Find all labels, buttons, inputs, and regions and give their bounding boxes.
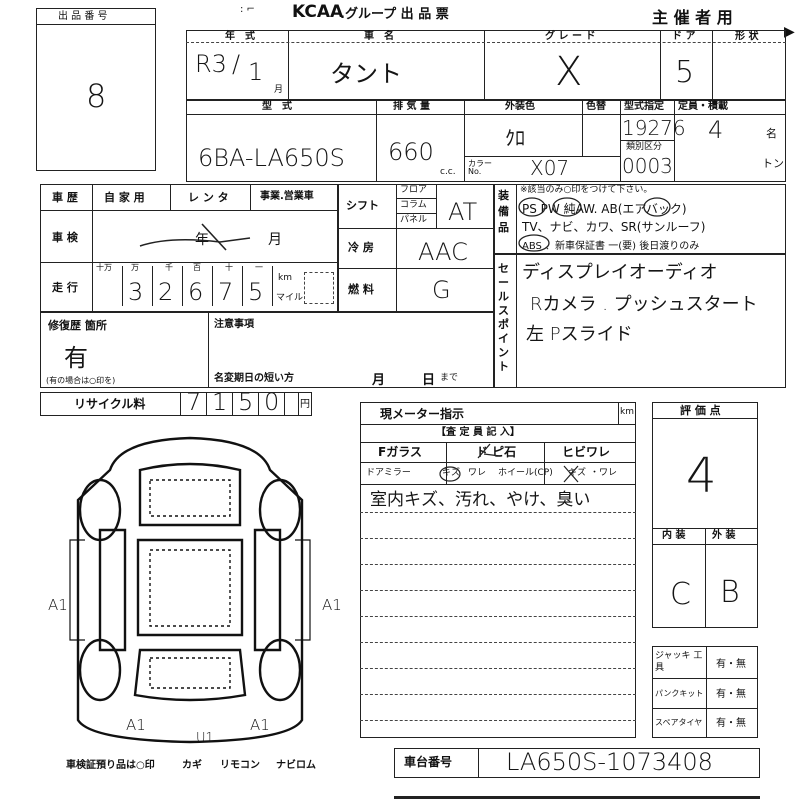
shift-value: AT [448,198,478,226]
type-approval: 19276 [622,116,686,140]
lot-number-box [36,8,156,171]
equip-line-1: PS PW 純AW. AB(エアバック) [522,202,687,216]
sales-point-block [494,254,786,388]
inspection-panel [360,402,636,738]
inspector-comment: 室内キズ、汚れ、やけ、臭い [370,490,591,510]
equipment-block [494,184,786,254]
classification: 0003 [622,154,673,178]
year-month: 1 [248,58,264,86]
car-name: タント [330,60,402,88]
repair-caution-block [40,312,494,388]
chassis-value: LA650S-1073408 [506,748,713,776]
lot-number-label: 出 品 番 号 [58,11,108,22]
year-era: R3 [195,50,227,78]
chassis-box [394,748,760,778]
displacement: 660 [388,138,434,166]
damage-mark-rear-left: A1 [126,716,146,734]
grade-value: X [555,49,583,95]
shift-ac-fuel-block [338,184,494,312]
car-damage-diagram [69,436,311,744]
form-title: .グループ 出 品 票 [340,7,449,22]
row-model [186,100,786,182]
capacity: 4 [708,116,724,144]
equip-line-3: ABS 、新車保証書 一(要) 後日渡りのみ [522,241,700,252]
damage-mark-rear: U1 [196,731,214,746]
row-year-name [186,30,786,100]
damage-mark-rear-right: A1 [250,716,270,734]
lot-number-value: 8 [86,77,107,115]
damage-mark-right: A1 [322,596,342,614]
history-block [40,184,338,312]
recycle-fee-box [40,392,312,416]
arrow-right-icon: ▶ [784,24,795,40]
fuel-value: G [432,276,451,304]
brand-logo: KCAA [292,2,344,22]
tools-box [652,646,758,738]
organizer-label: 主 催 者 用 [652,8,733,27]
sales-line-2: Rカメラ . プッシュスタート [530,294,758,315]
model-code: 6BA-LA650S [198,144,345,172]
shaken-strike [139,223,251,251]
door-value: 5 [675,55,695,90]
interior-score: C [670,577,691,612]
color-code: X07 [530,156,570,180]
damage-mark-left: A1 [48,596,68,614]
exterior-color: ｸﾛ [505,126,525,150]
sales-line-1: ディスプレイオーディオ [522,262,718,283]
equip-line-2: TV、ナビ、カワ、SR(サンルーフ) [522,220,706,234]
sales-line-3: 左 Pスライド [526,324,633,345]
exterior-score: B [720,575,740,610]
score-value: 4 [686,448,717,504]
ac-value: AAC [418,238,468,266]
repair-value: 有 [64,344,88,372]
